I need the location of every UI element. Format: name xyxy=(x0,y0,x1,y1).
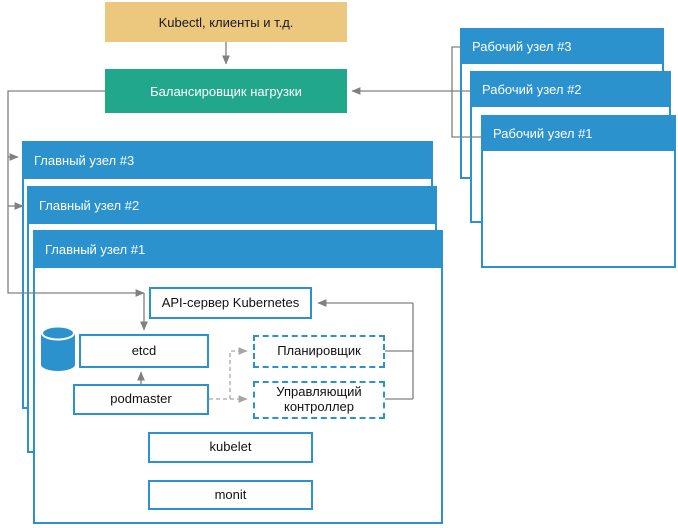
controller-manager-label: Управляющий контроллер xyxy=(276,384,362,414)
controller-manager-box: Управляющий контроллер xyxy=(253,381,385,419)
worker-node-2-label: Рабочий узел #2 xyxy=(482,81,582,97)
worker-node-2-header: Рабочий узел #2 xyxy=(470,71,671,107)
worker-node-3-header: Рабочий узел #3 xyxy=(460,28,664,64)
load-balancer-box: Балансировщик нагрузки xyxy=(105,69,347,113)
api-server-label: API-сервер Kubernetes xyxy=(161,294,300,310)
podmaster-label: podmaster xyxy=(110,391,172,407)
monit-label: monit xyxy=(214,486,247,502)
worker-node-1-header: Рабочий узел #1 xyxy=(481,115,676,151)
etcd-label: etcd xyxy=(131,342,157,358)
worker-node-1-container: Рабочий узел #1 xyxy=(481,115,676,268)
scheduler-label: Планировщик xyxy=(277,343,361,359)
master-node-2-header: Главный узел #2 xyxy=(27,186,437,224)
api-server-box: API-сервер Kubernetes xyxy=(149,287,312,319)
line-workers-trunk xyxy=(451,46,481,138)
master-node-2-label: Главный узел #2 xyxy=(39,197,140,213)
scheduler-box: Планировщик xyxy=(253,335,385,368)
dashed-arrow-podmaster-to-scheduler xyxy=(229,347,248,399)
master-node-1-container: Главный узел #1 xyxy=(33,230,443,524)
master-node-1-header: Главный узел #1 xyxy=(33,230,443,268)
kubelet-box: kubelet xyxy=(148,432,313,463)
master-node-3-header: Главный узел #3 xyxy=(22,141,433,179)
kubectl-clients-box: Kubectl, клиенты и т.д. xyxy=(105,2,347,42)
podmaster-box: podmaster xyxy=(73,384,209,415)
master-node-1-label: Главный узел #1 xyxy=(45,241,146,257)
line-lb-left-trunk xyxy=(7,90,145,297)
kubelet-label: kubelet xyxy=(209,439,252,455)
kubectl-clients-label: Kubectl, клиенты и т.д. xyxy=(158,14,294,30)
master-node-3-label: Главный узел #3 xyxy=(34,152,135,168)
load-balancer-label: Балансировщик нагрузки xyxy=(150,83,302,99)
monit-box: monit xyxy=(148,480,313,510)
database-cylinder-icon xyxy=(41,325,75,371)
etcd-box: etcd xyxy=(79,334,209,368)
worker-node-3-label: Рабочий узел #3 xyxy=(472,38,572,54)
worker-node-1-label: Рабочий узел #1 xyxy=(493,125,593,141)
